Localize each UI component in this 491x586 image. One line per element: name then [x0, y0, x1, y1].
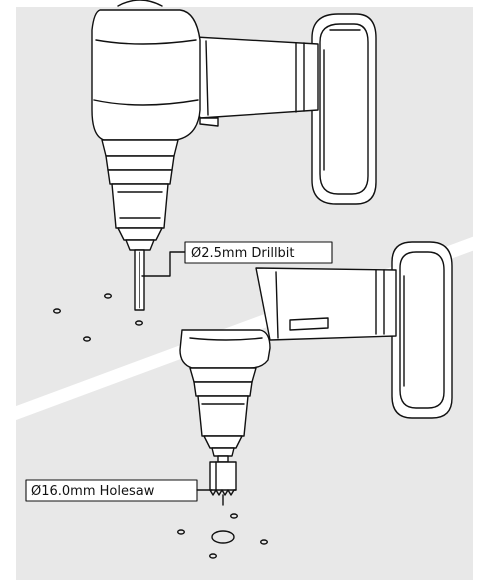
callout-holesaw	[25, 479, 213, 502]
callout-drillbit	[141, 241, 333, 277]
pilot-holes-top	[53, 293, 143, 342]
drillbit-label: Ø2.5mm Drillbit	[191, 246, 295, 261]
drill-top	[91, 0, 377, 311]
holesaw-label: Ø16.0mm Holesaw	[31, 484, 155, 499]
pilot-holes-bottom	[176, 513, 269, 559]
holesaw-hole	[211, 530, 235, 544]
drill-bottom	[179, 241, 453, 506]
